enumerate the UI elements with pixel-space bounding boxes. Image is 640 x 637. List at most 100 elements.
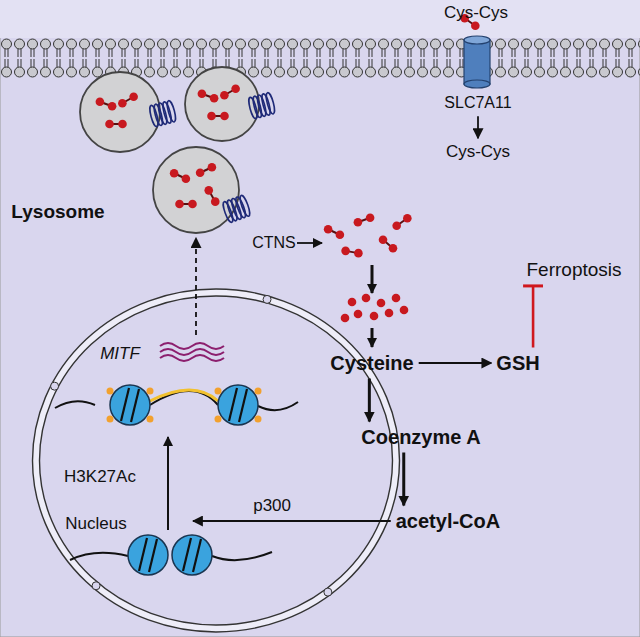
nucleosome	[183, 538, 191, 571]
nucleosome	[131, 389, 139, 422]
shape-art	[40, 296, 393, 625]
cystine-icon	[366, 213, 375, 222]
cystine-icon	[220, 84, 240, 99]
nuclear-pore	[324, 588, 332, 596]
nuclear-pore	[51, 382, 59, 390]
node-text: MITF	[100, 344, 140, 364]
cystine-icon	[96, 97, 117, 110]
cystine-icon	[354, 218, 363, 227]
node-text: GSH	[496, 352, 539, 375]
nucleosome	[107, 416, 114, 423]
node-text: Cysteine	[330, 352, 413, 375]
shape-art	[153, 147, 239, 233]
cystine-icon	[170, 169, 179, 178]
nucleosome	[255, 388, 262, 395]
arrow-connector	[419, 362, 492, 364]
transporter	[464, 80, 490, 88]
cystine-icon	[198, 89, 207, 98]
cysteine-dot	[341, 314, 350, 323]
cysteine-node: Cysteine	[328, 351, 415, 376]
arrow-connector	[193, 520, 391, 522]
ctns-coil	[247, 92, 276, 119]
cystine-icon	[118, 120, 127, 129]
cysteine-dot	[385, 309, 394, 318]
ctns-label: CTNS	[250, 233, 298, 253]
cystine-icon	[170, 169, 190, 183]
cystine-icon	[207, 112, 216, 121]
node-text: CTNS	[252, 234, 296, 252]
lysosome-node: Lysosome	[152, 146, 240, 234]
cystine-icon	[108, 102, 117, 111]
cystine-icon	[105, 120, 114, 129]
nucleosome	[128, 535, 168, 575]
cystine-icon	[341, 247, 362, 258]
ctns-coil	[221, 194, 251, 223]
reduction-arrow	[371, 265, 374, 293]
nucleosome	[147, 388, 154, 395]
cystine-icon	[175, 200, 197, 209]
cystine-icon	[204, 186, 213, 195]
shape-art	[153, 147, 251, 233]
nuclear-pore	[263, 295, 271, 303]
cysteine-dot	[362, 294, 371, 303]
shape-art	[33, 289, 400, 632]
cystine-icon	[118, 99, 127, 108]
node-text: Cys-Cys	[444, 3, 508, 23]
cystine-icon	[198, 89, 219, 102]
node-text: SLC7A11	[444, 94, 511, 112]
cystine-icon	[379, 236, 398, 253]
nucleosome	[193, 539, 201, 572]
arrow-connector	[477, 116, 479, 138]
cystine-icon	[336, 230, 345, 239]
cysteine-dot	[377, 299, 386, 308]
arrow-connector	[368, 379, 371, 422]
transporter	[464, 36, 490, 88]
ctns-coil	[265, 92, 276, 115]
node-text: Lysosome	[11, 201, 104, 223]
cystine-icon	[354, 213, 375, 226]
extracellular-cystine: Cys-Cys	[442, 2, 510, 24]
cystine-icon	[403, 214, 412, 223]
nuclear-pore	[92, 582, 100, 590]
cysteine-dots	[341, 294, 409, 323]
cystine-icon	[188, 200, 197, 209]
cystine-icon	[231, 84, 240, 93]
cystine-icon	[471, 21, 480, 30]
ctns-coil	[166, 100, 177, 123]
shape-art	[36, 293, 396, 629]
ctns-coil	[148, 100, 177, 127]
ctns-arrow	[297, 242, 322, 244]
nucleosome	[107, 385, 154, 425]
nucleosome	[215, 388, 222, 395]
cystine-icon	[118, 92, 138, 107]
cystine-icon	[392, 221, 401, 230]
ctns-coil	[238, 194, 251, 217]
nucleosome	[215, 385, 262, 425]
mitf-mrna	[160, 355, 224, 361]
node-text: Coenzyme A	[361, 426, 480, 449]
shape-art	[33, 289, 400, 632]
cysteine-dot	[348, 298, 357, 307]
cystine-icon	[210, 94, 219, 103]
cysteine-dot	[370, 312, 379, 321]
nucleus-node: NucleusMITFH3K27Ac	[32, 288, 400, 633]
nucleosome	[147, 416, 154, 423]
cystine-icon	[196, 168, 205, 177]
inhibition-line	[532, 286, 535, 348]
cystine-icon	[207, 112, 229, 121]
arrow-connector	[195, 238, 197, 335]
transporter	[464, 40, 490, 84]
node-text: H3K27Ac	[64, 467, 136, 487]
cystine-icon	[220, 91, 229, 100]
linker-dna	[150, 390, 218, 401]
nucleosome	[149, 539, 157, 572]
dna	[55, 391, 298, 410]
lysosomes	[80, 67, 276, 152]
nucleosome	[172, 535, 212, 575]
cystine-icon	[129, 92, 138, 101]
cystine-icon	[341, 247, 350, 256]
nucleosome	[218, 385, 258, 425]
cystine-icon	[211, 197, 220, 206]
gsh-node: GSH	[494, 351, 541, 376]
